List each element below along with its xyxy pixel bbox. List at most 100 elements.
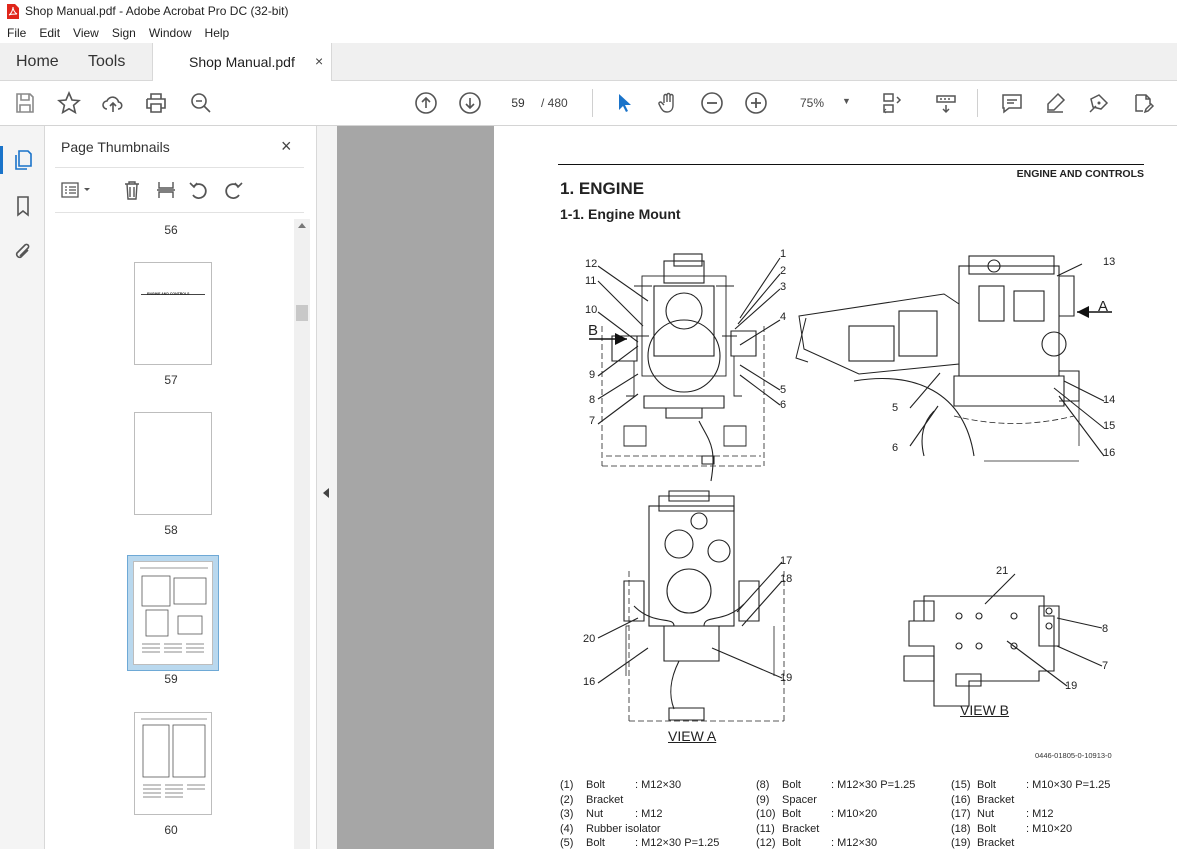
parts-row: (11)Bracket (756, 822, 820, 835)
parts-row: (4)Rubber isolator (560, 822, 661, 835)
tab-document[interactable]: Shop Manual.pdf × (152, 43, 332, 81)
title-bar: Shop Manual.pdf - Adobe Acrobat Pro DC (… (0, 0, 1177, 22)
parts-row: (2)Bracket (560, 793, 624, 806)
callout-11: 11 (585, 275, 597, 287)
callout-7-view-b: 7 (1102, 660, 1109, 672)
zoom-level[interactable]: 75% (800, 96, 825, 110)
bookmark-star-icon[interactable] (57, 90, 81, 115)
thumbnail-page-60[interactable] (134, 712, 212, 815)
arrow-label-a: A (1098, 298, 1109, 315)
rotate-left-icon[interactable] (188, 179, 210, 201)
callout-12: 12 (585, 258, 598, 270)
parts-row: (10)Bolt: M10×20 (756, 808, 878, 821)
active-rail-indicator (0, 146, 3, 174)
scroll-mode-icon[interactable] (934, 91, 958, 115)
extract-pages-icon[interactable] (155, 179, 177, 201)
menu-edit[interactable]: Edit (39, 25, 61, 40)
navigation-rail (0, 126, 45, 849)
parts-row: (5)Bolt: M12×30 P=1.25 (560, 837, 720, 849)
hand-tool-icon[interactable] (656, 91, 680, 115)
thumbnail-page-58[interactable] (134, 412, 212, 515)
panel-close-icon[interactable]: × (281, 136, 292, 156)
thumb-page-preview (140, 567, 208, 653)
collapse-panel-icon[interactable] (323, 488, 329, 498)
callout-9: 9 (589, 369, 596, 381)
thumbnail-options-menu-icon[interactable] (60, 179, 92, 201)
search-zoom-icon[interactable] (189, 91, 213, 115)
parts-row: (16)Bracket (951, 793, 1015, 806)
delete-trash-icon[interactable] (121, 179, 143, 201)
panel-collapse-strip[interactable] (317, 126, 337, 849)
page-thumbnails-icon[interactable] (11, 148, 35, 172)
tab-home[interactable]: Home (16, 53, 59, 70)
figure-code: 0446-01805-0-10913-0 (1035, 751, 1112, 760)
select-pointer-icon[interactable] (612, 91, 636, 115)
tab-tools[interactable]: Tools (88, 53, 126, 70)
view-a-label: VIEW A (668, 728, 717, 744)
zoom-dropdown-icon[interactable]: ▼ (842, 96, 851, 106)
callout-3: 3 (780, 281, 787, 293)
callout-17: 17 (780, 555, 793, 567)
callout-16-view-a: 16 (583, 676, 596, 688)
callout-14: 14 (1103, 394, 1116, 406)
previous-page-icon[interactable] (414, 91, 438, 115)
thumbnail-page-57[interactable]: ENGINE AND CONTROLS (134, 262, 212, 365)
thumbnail-scrollbar[interactable] (294, 219, 310, 849)
arrow-label-b: B (588, 322, 599, 339)
tab-document-label: Shop Manual.pdf (189, 54, 295, 70)
page-fit-icon[interactable] (880, 91, 904, 115)
comment-icon[interactable] (1000, 91, 1024, 115)
thumbnail-page-59[interactable] (133, 561, 213, 665)
menu-window[interactable]: Window (148, 25, 192, 40)
parts-row: (18)Bolt: M10×20 (951, 822, 1073, 835)
parts-row: (15)Bolt: M10×30 P=1.25 (951, 779, 1111, 791)
print-icon[interactable] (144, 91, 168, 115)
parts-row: (8)Bolt: M12×30 P=1.25 (756, 779, 916, 791)
thumb-heading: ENGINE AND CONTROLS (147, 292, 190, 296)
edit-pdf-icon[interactable] (1131, 91, 1155, 115)
upload-cloud-icon[interactable] (101, 91, 125, 115)
callout-20: 20 (583, 633, 596, 645)
sign-pen-icon[interactable] (1087, 91, 1111, 115)
scrollbar-thumb[interactable] (296, 305, 308, 321)
save-icon[interactable] (13, 91, 37, 115)
parts-list-column-3: (15)Bolt: M10×30 P=1.25 (16)Bracket (17)… (951, 778, 1110, 849)
next-page-icon[interactable] (458, 91, 482, 115)
zoom-out-icon[interactable] (700, 91, 724, 115)
menu-file[interactable]: File (7, 25, 27, 40)
parts-row: (9)Spacer (756, 793, 817, 806)
menu-help[interactable]: Help (204, 25, 230, 40)
callout-21: 21 (996, 565, 1009, 577)
attachments-paperclip-icon[interactable] (11, 240, 35, 264)
callout-8-view-b: 8 (1102, 623, 1109, 635)
callout-6: 6 (780, 399, 787, 411)
menu-view[interactable]: View (73, 25, 99, 40)
page-number-input[interactable] (499, 91, 537, 115)
parts-row: (1)Bolt: M12×30 (560, 779, 682, 791)
panel-title: Page Thumbnails (61, 139, 170, 155)
thumbnail-page-number: 57 (164, 373, 178, 387)
parts-row: (3)Nut: M12 (560, 808, 663, 821)
page-total: / 480 (541, 96, 568, 110)
highlight-pen-icon[interactable] (1043, 91, 1067, 115)
thumbnail-page-number: 59 (164, 672, 178, 686)
page-header-rule: ENGINE AND CONTROLS (558, 164, 1144, 180)
thumb-page-preview (141, 718, 207, 798)
bookmarks-icon[interactable] (11, 194, 35, 218)
zoom-in-icon[interactable] (744, 91, 768, 115)
callout-4: 4 (780, 311, 787, 323)
menu-sign[interactable]: Sign (111, 25, 136, 40)
parts-row: (17)Nut: M12 (951, 808, 1054, 821)
parts-row: (12)Bolt: M12×30 (756, 837, 878, 849)
thumbnail-page-number: 60 (164, 823, 178, 837)
rotate-right-icon[interactable] (222, 179, 244, 201)
window-title: Shop Manual.pdf - Adobe Acrobat Pro DC (… (25, 4, 289, 18)
menu-bar: File Edit View Sign Window Help (0, 22, 1177, 43)
callout-16: 16 (1103, 447, 1116, 459)
callout-1: 1 (780, 248, 787, 260)
scroll-up-icon[interactable] (298, 223, 306, 228)
parts-list-column-1: (1)Bolt: M12×30 (2)Bracket (3)Nut: M12 (… (560, 778, 719, 849)
acrobat-pdf-icon (7, 3, 19, 19)
thumbnail-page-number: 58 (164, 523, 178, 537)
tab-close-icon[interactable]: × (315, 53, 324, 69)
